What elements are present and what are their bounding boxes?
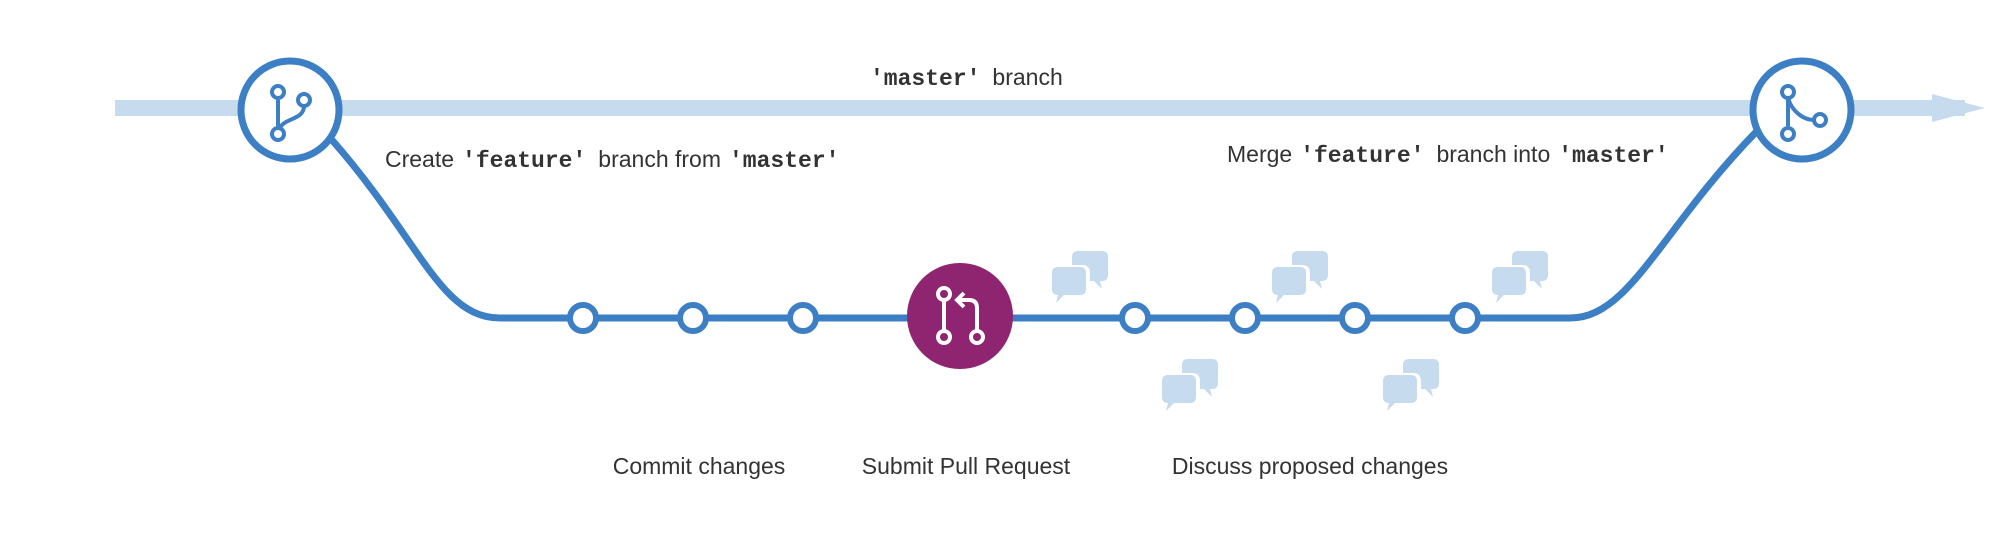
pull-request-node — [907, 263, 1013, 369]
discussion-commit-nodes — [1119, 302, 1481, 334]
merge-node — [1749, 57, 1855, 163]
feature-branch-line — [329, 127, 1761, 322]
submit-pull-request-label: Submit Pull Request — [862, 453, 1071, 479]
commit-nodes — [567, 302, 819, 334]
branch-node — [237, 57, 343, 163]
git-branch-icon — [270, 84, 312, 142]
comment-discussion-icon — [1162, 359, 1218, 411]
comment-discussion-icon — [1383, 359, 1439, 411]
commit-node — [1449, 302, 1481, 334]
git-pull-request-icon — [936, 286, 985, 345]
comment-discussion-icon — [1052, 251, 1108, 303]
comment-discussion-icon — [1492, 251, 1548, 303]
commit-node — [1339, 302, 1371, 334]
discuss-proposed-changes-label: Discuss proposed changes — [1172, 453, 1448, 479]
commit-node — [1119, 302, 1151, 334]
git-merge-icon — [1780, 84, 1828, 142]
create-branch-label: Create'feature'branch from'master' — [385, 146, 839, 174]
master-branch-line — [115, 94, 1985, 122]
master-branch-label: 'master'branch — [870, 64, 1063, 92]
commit-node — [787, 302, 819, 334]
merge-branch-label: Merge'feature'branch into'master' — [1227, 141, 1669, 169]
commit-node — [1229, 302, 1261, 334]
commit-node — [567, 302, 599, 334]
commit-node — [677, 302, 709, 334]
comment-discussion-icon — [1272, 251, 1328, 303]
commit-changes-label: Commit changes — [613, 453, 786, 479]
